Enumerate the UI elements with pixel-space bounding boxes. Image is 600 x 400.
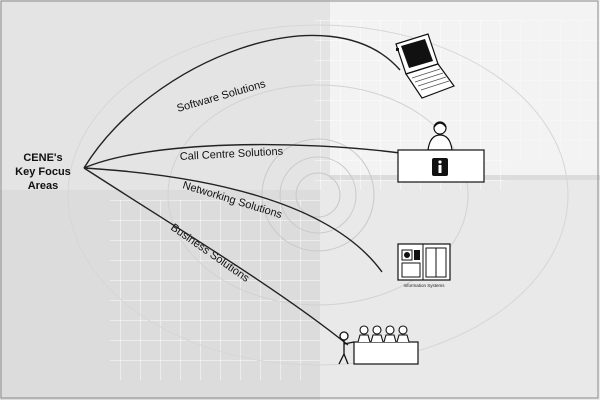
background-rings — [67, 24, 569, 366]
branch-curve-software — [83, 34, 401, 169]
server-caption: Information Systems — [403, 283, 445, 288]
server-cabinet-icon — [397, 243, 451, 281]
center-label: CENE's Key Focus Areas — [15, 152, 71, 192]
background-grid-right — [460, 20, 600, 160]
call-centre-desk-icon — [397, 121, 485, 183]
laptop-icon — [395, 33, 455, 99]
center-label-line2: Key Focus — [15, 166, 71, 178]
center-label-line1: CENE's — [23, 152, 62, 164]
branch-curve-networking — [83, 167, 383, 273]
background-grid-bottom — [110, 200, 320, 380]
branch-label-call-centre: Call Centre Solutions — [180, 146, 284, 163]
branch-curve-call-centre — [83, 143, 401, 169]
business-meeting-icon — [338, 325, 419, 365]
branch-curve-business — [83, 167, 349, 346]
center-label-line3: Areas — [28, 180, 59, 192]
background-bottom-panel — [320, 180, 600, 400]
background-mid-panel — [0, 0, 330, 190]
